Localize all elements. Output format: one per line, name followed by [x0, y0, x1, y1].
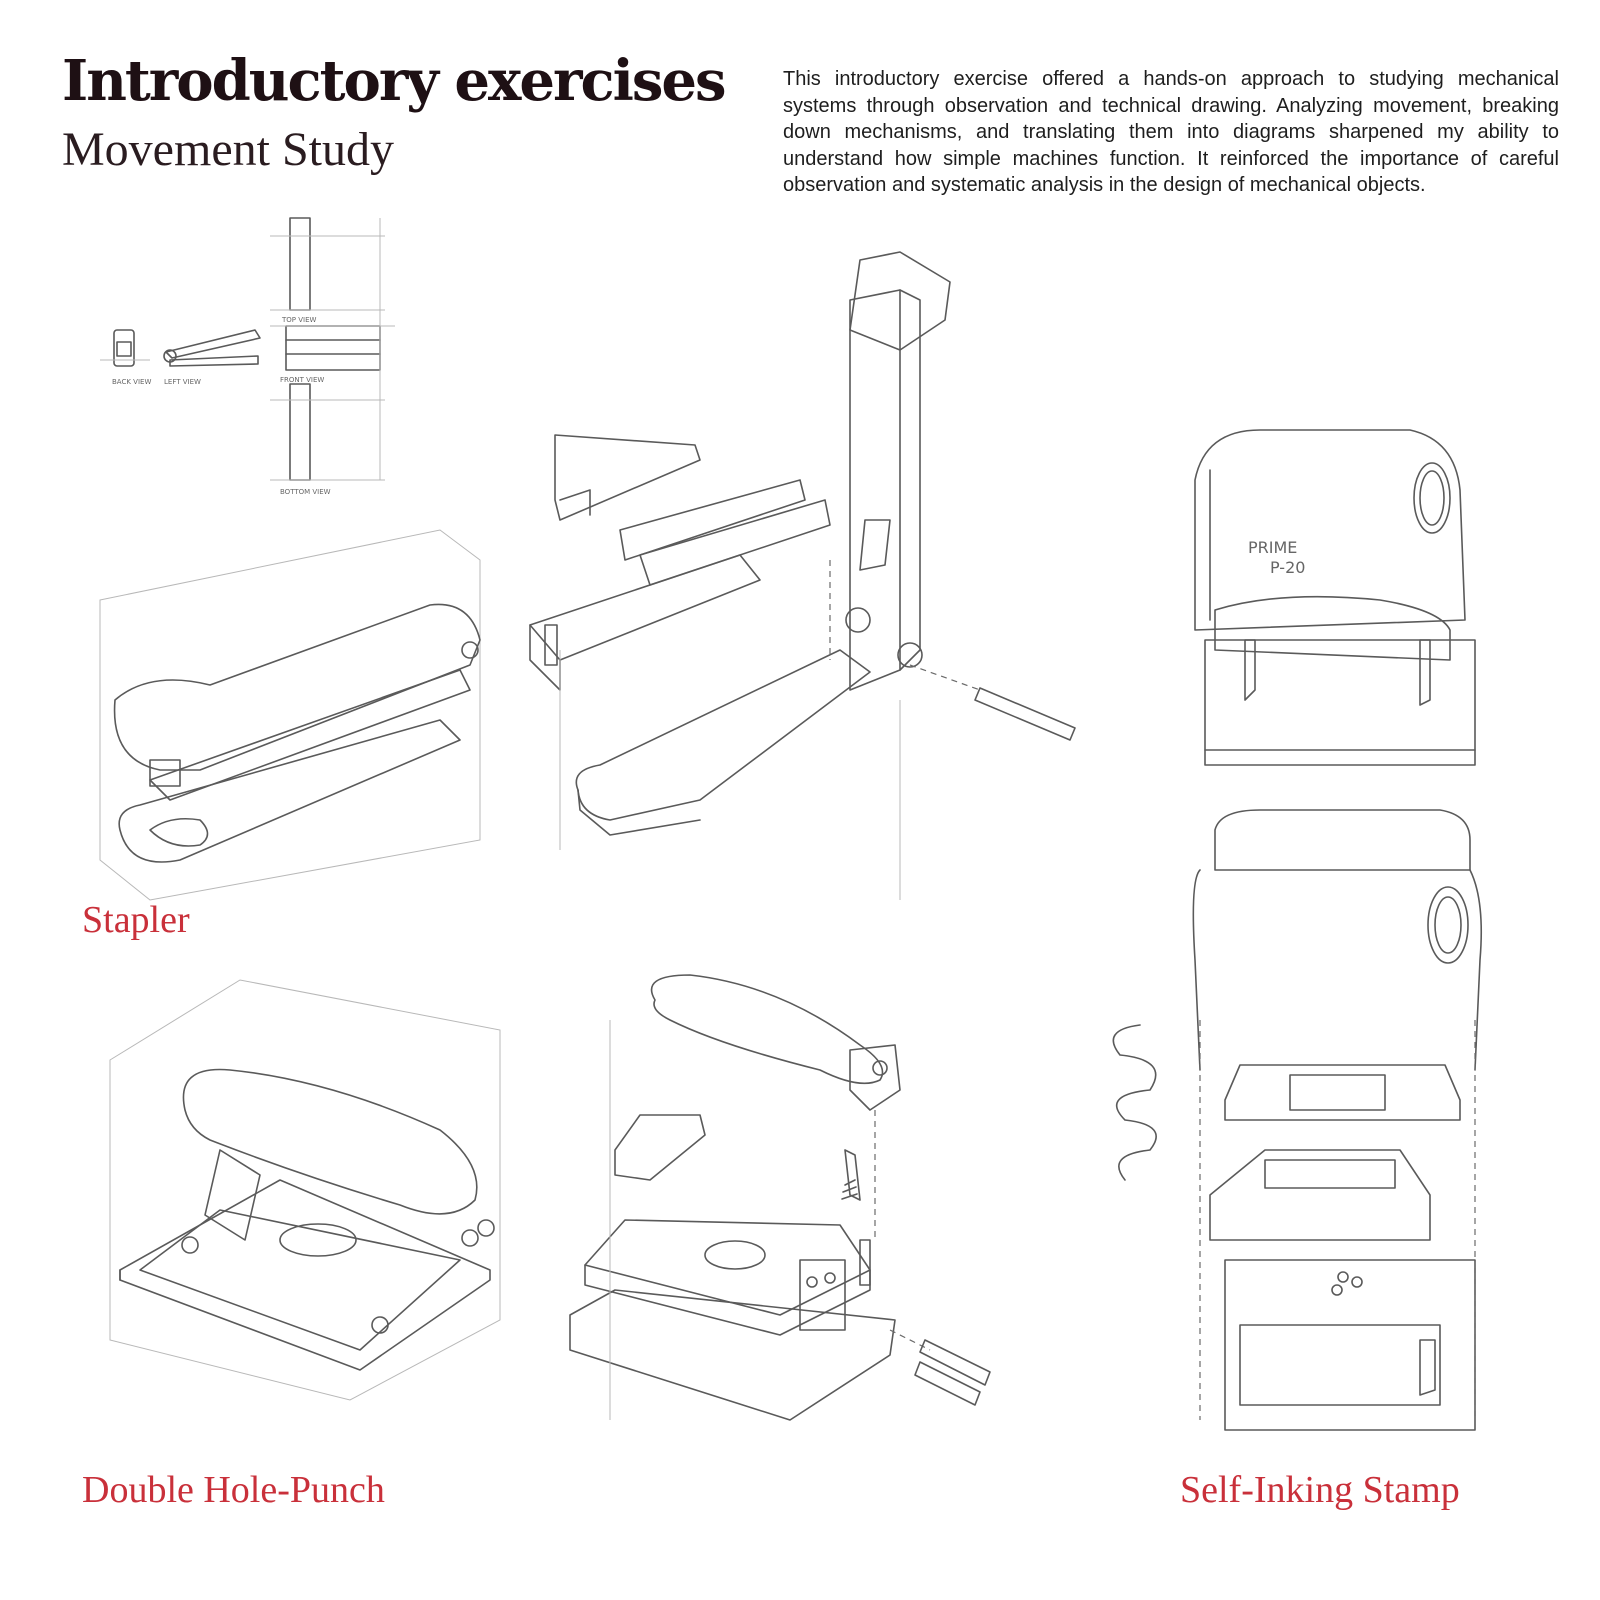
orthographic-views: BACK VIEW LEFT VIEW TOP VIEW FRONT VIEW …	[100, 217, 395, 496]
back-view-label: BACK VIEW	[112, 378, 151, 386]
left-view-sketch	[163, 329, 261, 367]
front-view-label: FRONT VIEW	[280, 376, 324, 384]
stapler-exploded-sketch	[529, 251, 1076, 900]
stamp-model-number: P-20	[1270, 558, 1305, 577]
caption-double-hole-punch: Double Hole-Punch	[82, 1469, 385, 1511]
intro-paragraph: This introductory exercise offered a han…	[783, 68, 1559, 196]
stamp-assembled-sketch: PRIME P-20	[1194, 429, 1476, 766]
bottom-view-label: BOTTOM VIEW	[280, 488, 331, 496]
bottom-view-sketch	[270, 218, 385, 481]
stamp-brand-name: PRIME	[1248, 538, 1297, 557]
stapler-assembled-sketch	[99, 529, 481, 901]
page-subtitle: Movement Study	[62, 123, 394, 176]
stamp-exploded-sketch	[1112, 809, 1482, 1431]
caption-stapler: Stapler	[82, 899, 190, 941]
page-title: Introductory exercises	[62, 48, 727, 114]
caption-self-inking-stamp: Self-Inking Stamp	[1180, 1469, 1460, 1511]
left-view-label: LEFT VIEW	[164, 378, 201, 386]
hole-punch-assembled-sketch	[109, 979, 501, 1401]
back-view-sketch	[100, 329, 150, 367]
front-view-sketch	[270, 325, 395, 371]
top-view-label: TOP VIEW	[281, 316, 317, 324]
hole-punch-exploded-sketch	[569, 974, 991, 1421]
top-view-sketch	[270, 217, 385, 311]
